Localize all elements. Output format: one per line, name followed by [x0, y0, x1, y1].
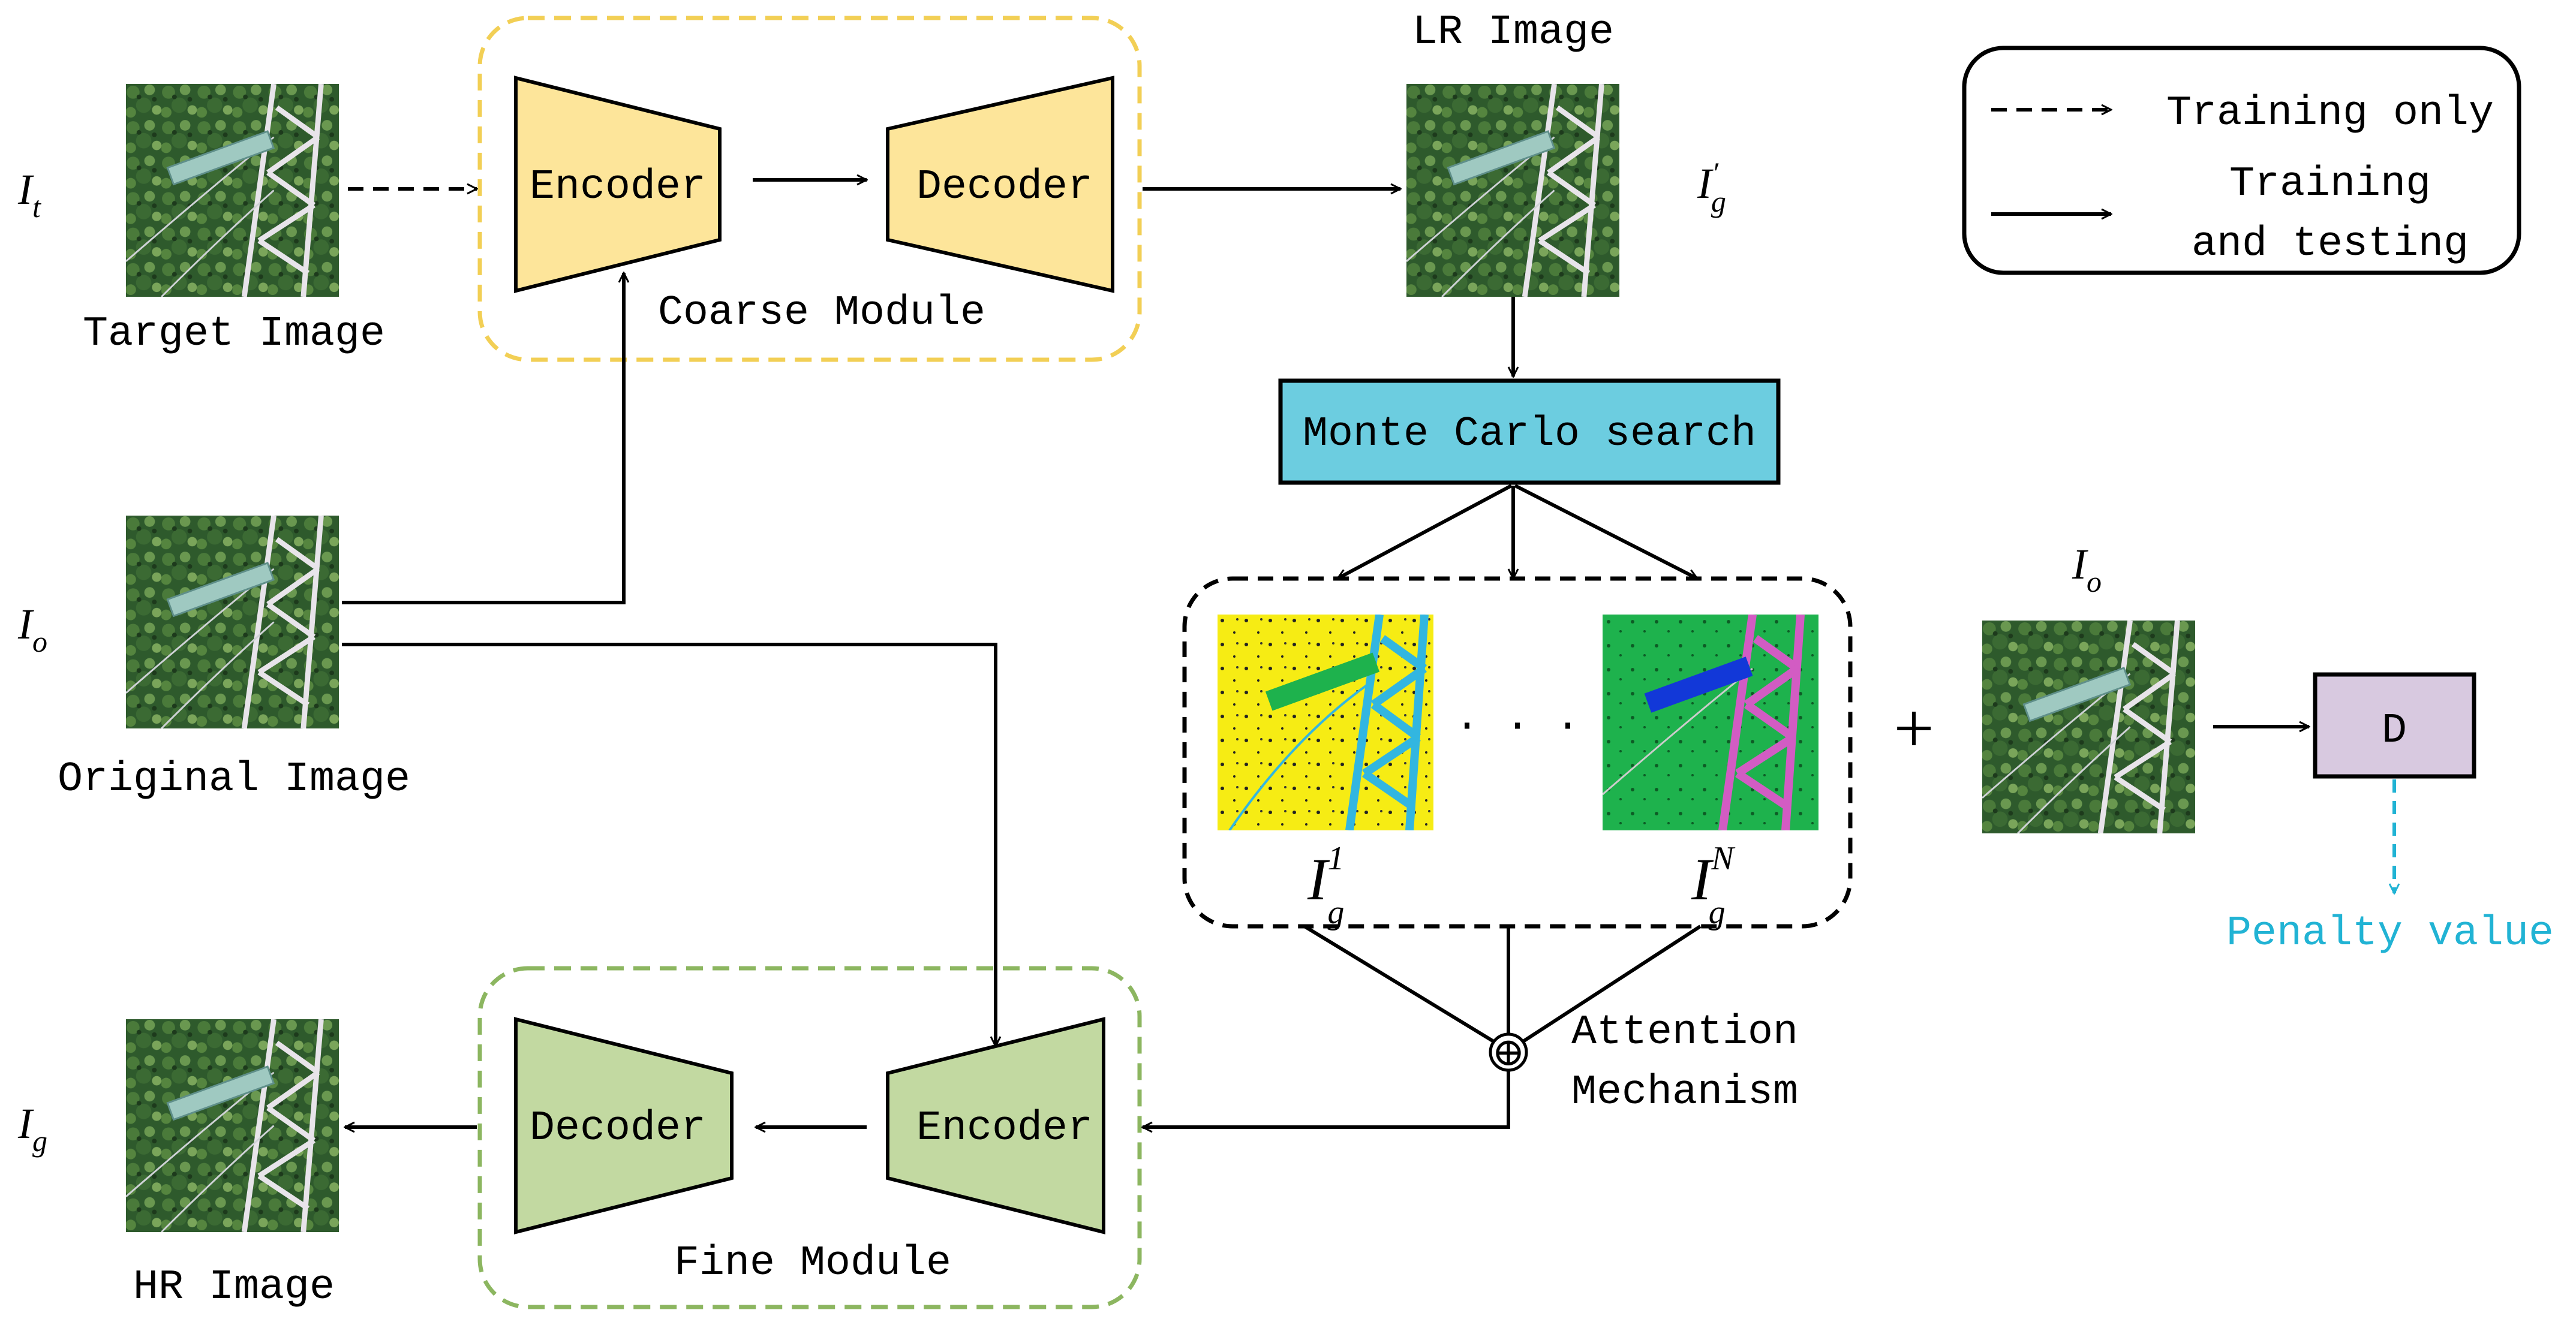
- target-image-symbol: It: [17, 165, 41, 224]
- attention-label-1: Attention: [1571, 1009, 1798, 1056]
- arrow-original-to-fine-encoder: [342, 643, 996, 1046]
- legend-dashed-label: Training only: [2166, 90, 2494, 137]
- legend: Training only Training and testing: [1962, 46, 2521, 275]
- lr-image-symbol: I′g: [1697, 156, 1726, 218]
- fine-decoder-label: Decoder: [530, 1105, 706, 1152]
- original-image-symbol: Io: [17, 600, 47, 658]
- sample-image-n: [1603, 615, 1818, 830]
- discriminator-label: D: [2382, 707, 2407, 755]
- original-image: [126, 516, 339, 728]
- original-image-caption: Original Image: [58, 756, 410, 803]
- hr-image: [126, 1019, 339, 1232]
- samples-ellipsis: · · ·: [1454, 703, 1580, 751]
- connectors: [342, 180, 2309, 1127]
- fine-decoder: [514, 1017, 734, 1234]
- monte-carlo-label: Monte Carlo search: [1303, 411, 1756, 458]
- attention-operator: ⊕: [1492, 1031, 1525, 1074]
- svg-text:Io: Io: [2072, 540, 2102, 598]
- sample-image-1: [1218, 615, 1433, 830]
- fine-encoder: [886, 1017, 1105, 1234]
- target-image: [126, 84, 339, 297]
- legend-solid-label-1: Training: [2229, 161, 2431, 208]
- target-image-caption: Target Image: [83, 311, 385, 358]
- original-right-symbol: Io: [2072, 540, 2102, 598]
- line-sample-n-to-attention: [1521, 924, 1702, 1044]
- penalty-label: Penalty value: [2226, 910, 2554, 957]
- svg-text:It: It: [17, 165, 41, 224]
- lr-image: [1406, 84, 1619, 297]
- plus-sign: +: [1889, 688, 1938, 768]
- svg-text:Io: Io: [17, 600, 47, 658]
- lr-image-caption: LR Image: [1412, 9, 1614, 56]
- original-image-right: [1982, 621, 2195, 833]
- arrow-monte-carlo-to-sample-1: [1337, 484, 1513, 580]
- coarse-decoder: [886, 76, 1114, 293]
- arrow-original-to-coarse-encoder: [342, 273, 624, 604]
- monte-carlo-box: [1278, 378, 1781, 485]
- coarse-module-label: Coarse Module: [658, 290, 985, 337]
- coarse-decoder-label: Decoder: [916, 164, 1093, 211]
- svg-text:I1g: I1g: [1307, 840, 1344, 931]
- coarse-encoder: [514, 76, 722, 293]
- svg-text:Ig: Ig: [17, 1100, 47, 1158]
- coarse-module-border: [477, 16, 1142, 362]
- arrow-monte-carlo-to-sample-n: [1514, 484, 1697, 580]
- line-sample-1-to-attention: [1303, 924, 1496, 1044]
- fine-module: Decoder Encoder Fine Module: [477, 966, 1142, 1309]
- legend-solid-label-2: and testing: [2192, 221, 2469, 268]
- svg-text:I′g: I′g: [1697, 156, 1726, 218]
- fine-module-border: [477, 966, 1142, 1309]
- discriminator-box: [2313, 672, 2476, 779]
- arrow-attention-to-fine-encoder: [1143, 1070, 1510, 1127]
- coarse-encoder-label: Encoder: [530, 164, 706, 211]
- attention-label-2: Mechanism: [1571, 1069, 1798, 1116]
- hr-image-symbol: Ig: [17, 1100, 47, 1158]
- svg-text:INg: INg: [1691, 840, 1735, 931]
- fine-module-label: Fine Module: [674, 1240, 951, 1287]
- hr-image-caption: HR Image: [133, 1264, 335, 1311]
- coarse-module: Encoder Decoder Coarse Module: [477, 16, 1142, 362]
- fine-encoder-label: Encoder: [916, 1105, 1093, 1152]
